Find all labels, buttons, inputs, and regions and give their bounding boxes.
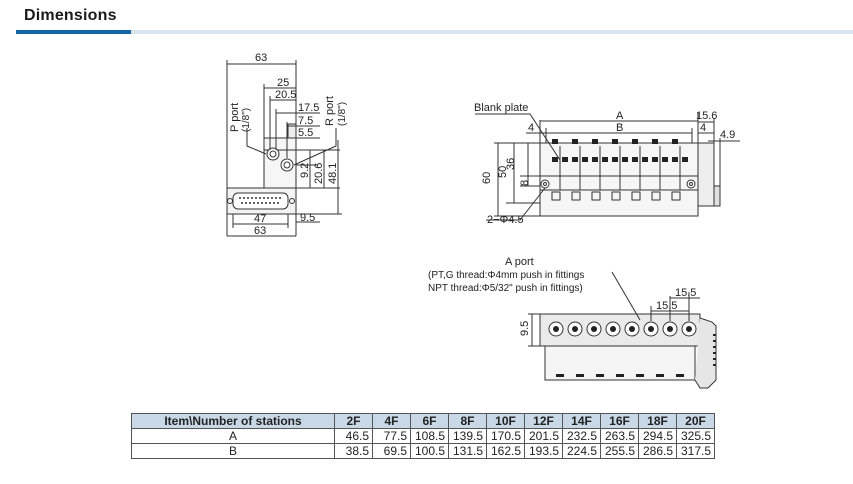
dim-side-20-5: 20.5: [275, 89, 296, 101]
dim-side-9-5: 9.5: [300, 212, 315, 224]
table-header-cell: 8F: [448, 413, 487, 429]
dim-b: B: [616, 122, 623, 134]
a-port-label: A port: [505, 256, 534, 268]
p-port-label: P port: [229, 103, 241, 132]
port-view-drawing: [528, 271, 717, 389]
table-cell: 77.5: [372, 428, 411, 444]
a-port-note-2: NPT thread:Φ5/32" push in fittings): [428, 283, 583, 294]
dim-side-20-6: 20.6: [313, 163, 325, 184]
dim-top-36: 36: [505, 158, 517, 170]
r-port-label: R port: [324, 96, 336, 126]
page-title: Dimensions: [24, 7, 117, 24]
table-header-cell: 20F: [676, 413, 715, 429]
table-header-cell: 2F: [334, 413, 373, 429]
p-port-size: (1/8"): [241, 108, 252, 132]
table-cell: 325.5: [676, 428, 715, 444]
dim-side-5-5: 5.5: [298, 127, 313, 139]
table-header-cell: 14F: [562, 413, 601, 429]
blank-plate-label: Blank plate: [474, 102, 528, 114]
title-underline-accent: [16, 30, 131, 34]
dim-top-8: 8: [519, 180, 531, 186]
table-cell: 286.5: [638, 443, 677, 459]
dim-top-4-left: 4: [528, 122, 534, 134]
table-cell: 193.5: [524, 443, 563, 459]
table-header-cell: 16F: [600, 413, 639, 429]
dim-top-4-9: 4.9: [720, 129, 735, 141]
table-header-cell: 12F: [524, 413, 563, 429]
table-row: A 46.5 77.5 108.5 139.5 170.5 201.5 232.…: [131, 428, 715, 444]
table-header-cell: 6F: [410, 413, 449, 429]
mount-hole-label: 2−Φ4.5: [487, 214, 524, 226]
table-cell: 100.5: [410, 443, 449, 459]
table-cell: 108.5: [410, 428, 449, 444]
dim-side-bottom-63: 63: [254, 225, 266, 237]
table-cell: 263.5: [600, 428, 639, 444]
table-cell: 139.5: [448, 428, 487, 444]
table-row: B 38.5 69.5 100.5 131.5 162.5 193.5 224.…: [131, 443, 715, 459]
table-cell: 131.5: [448, 443, 487, 459]
table-cell: 38.5: [334, 443, 373, 459]
dim-side-47: 47: [254, 213, 266, 225]
table-cell: 46.5: [334, 428, 373, 444]
table-header-cell: 10F: [486, 413, 525, 429]
table-cell: 224.5: [562, 443, 601, 459]
table-cell: 255.5: [600, 443, 639, 459]
dim-side-17-5: 17.5: [298, 102, 319, 114]
table-cell: 69.5: [372, 443, 411, 459]
side-view-drawing: [226, 60, 342, 237]
title-underline: [16, 30, 853, 34]
dim-top-60: 60: [481, 172, 493, 184]
dim-top-15-6: 15.6: [696, 110, 717, 122]
dim-top-50: 50: [497, 166, 509, 178]
table-cell: B: [131, 443, 335, 459]
dim-side-48-1: 48.1: [327, 163, 339, 184]
r-port-size: (1/8"): [337, 102, 348, 126]
table-header-cell: Item\Number of stations: [131, 413, 335, 429]
dim-port-15-5: 15.5: [656, 300, 677, 312]
dim-a: A: [616, 110, 624, 122]
dim-port-15-5-top: 15.5: [675, 287, 696, 299]
dim-side-7-5: 7.5: [298, 115, 313, 127]
table-header-cell: 18F: [638, 413, 677, 429]
table-cell: 170.5: [486, 428, 525, 444]
dim-side-9-2: 9.2: [299, 163, 311, 178]
table-cell: 201.5: [524, 428, 563, 444]
table-cell: 232.5: [562, 428, 601, 444]
a-port-note-1: (PT,G thread:Φ4mm push in fittings: [428, 270, 584, 281]
dimensions-table: Item\Number of stations 2F 4F 6F 8F 10F …: [131, 413, 715, 459]
table-header-row: Item\Number of stations 2F 4F 6F 8F 10F …: [131, 413, 715, 429]
table-cell: 294.5: [638, 428, 677, 444]
top-view-drawing: [475, 112, 740, 221]
dim-top-4-right: 4: [700, 122, 706, 134]
table-cell: 162.5: [486, 443, 525, 459]
dim-side-25: 25: [277, 77, 289, 89]
table-cell: 317.5: [676, 443, 715, 459]
table-header-cell: 4F: [372, 413, 411, 429]
table-cell: A: [131, 428, 335, 444]
dim-port-9-5: 9.5: [519, 321, 531, 336]
dim-side-width: 63: [255, 52, 267, 64]
